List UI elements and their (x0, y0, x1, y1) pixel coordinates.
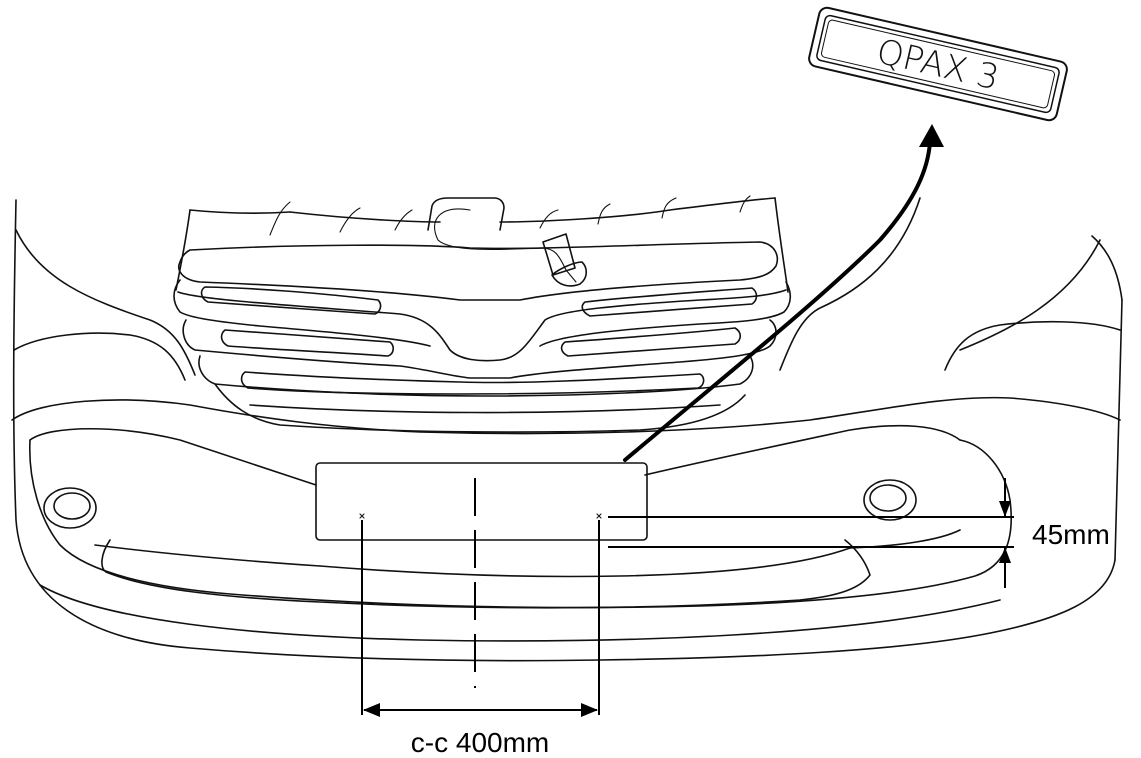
front-bumper (11, 396, 1121, 642)
left-fog-light (43, 487, 97, 529)
plate-mount-area (315, 462, 648, 688)
arrowhead-up (999, 547, 1011, 563)
arrowhead-left (363, 703, 380, 717)
left-hole-mark (359, 513, 365, 519)
plate-outline (315, 462, 648, 541)
qpax-plate: QPAX 3 (808, 6, 1068, 122)
right-fog-light (863, 479, 917, 521)
right-hole-mark (596, 513, 602, 519)
vertical-dimension: 45mm (608, 478, 1110, 588)
vertical-dimension-label: 45mm (1032, 519, 1110, 550)
vehicle-front-outline (12, 197, 1123, 662)
horizontal-dimension-label: c-c 400mm (411, 727, 549, 758)
horizontal-dimension: c-c 400mm (361, 520, 600, 758)
arrowhead-down (999, 501, 1011, 517)
pointer-arrowhead (919, 124, 944, 147)
arrowhead-right (581, 703, 598, 717)
plate-pointer-arrow (623, 124, 944, 462)
front-grille (173, 195, 792, 433)
